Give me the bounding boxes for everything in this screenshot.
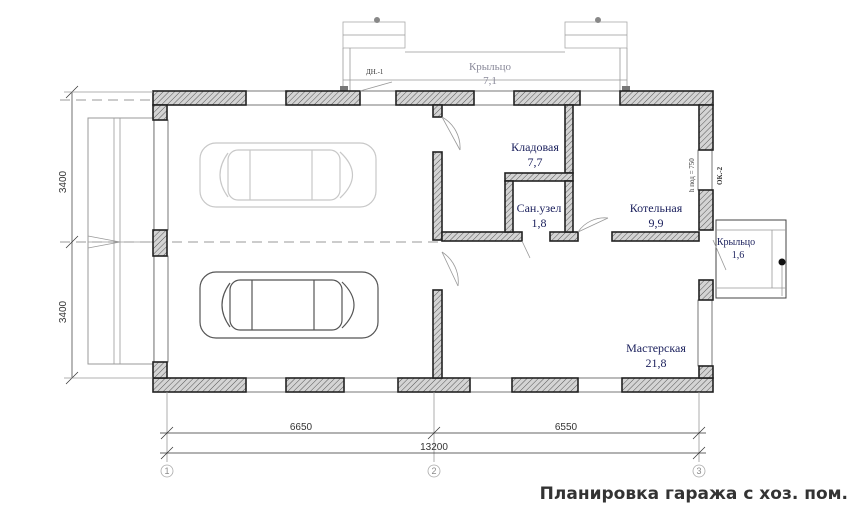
car-bottom [199, 271, 379, 339]
porch-top-area: 7,1 [483, 75, 497, 87]
porch-top-name: Крыльцо [469, 61, 512, 73]
axis-markers [160, 464, 706, 478]
sill-height-note: h под = 750 [688, 158, 696, 192]
axis-3: 3 [696, 466, 701, 476]
porch-side-name: Крыльцо [717, 237, 755, 248]
boiler-area: 9,9 [649, 216, 664, 230]
dim-bottom-right: 6550 [555, 422, 578, 433]
storage-area: 7,7 [528, 155, 543, 169]
dim-bottom-left: 6650 [290, 422, 313, 433]
windows [153, 90, 713, 393]
doors [359, 81, 727, 287]
dim-left-top: 3400 [58, 170, 69, 193]
porch-top [340, 17, 630, 94]
bathroom-name: Сан.узел [517, 201, 562, 215]
axis-2: 2 [431, 466, 436, 476]
dim-total: 13200 [420, 442, 448, 453]
plan-caption: Планировка гаража с хоз. пом. [539, 484, 848, 504]
driveway-apron [87, 117, 155, 365]
left-dimension [64, 85, 153, 385]
porch-side-area: 1,6 [732, 250, 745, 261]
car-top [199, 142, 377, 208]
workshop-area: 21,8 [646, 356, 667, 370]
axis-1: 1 [164, 466, 169, 476]
window-mark: ОК.-2 [716, 166, 724, 185]
storage-name: Кладовая [511, 140, 559, 154]
walls [152, 90, 714, 393]
boiler-name: Котельная [630, 201, 683, 215]
workshop-name: Мастерская [626, 341, 686, 355]
door-mark: ДН.-1 [366, 68, 384, 76]
bottom-dimensions [160, 392, 706, 462]
dim-left-bottom: 3400 [58, 300, 69, 323]
bathroom-area: 1,8 [532, 216, 547, 230]
porch-side [715, 219, 787, 299]
